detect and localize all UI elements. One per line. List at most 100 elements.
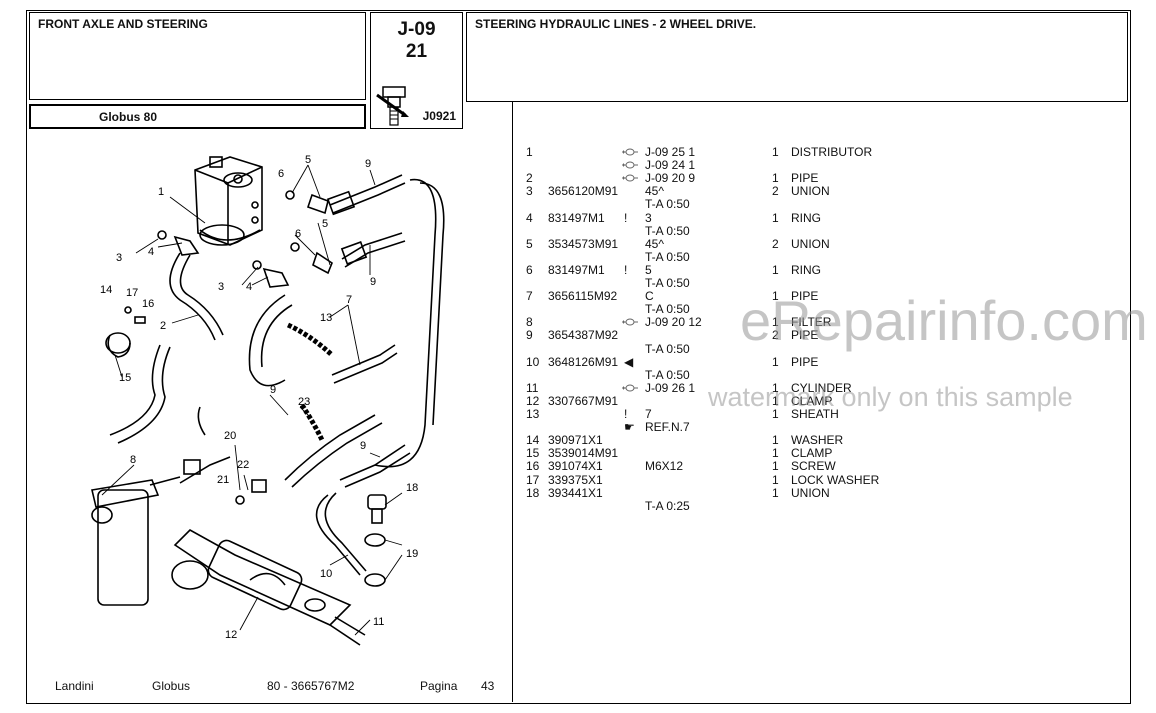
part-ref-number: 3	[526, 184, 533, 199]
part-description: CLAMP	[791, 446, 833, 461]
diagram-label: 6	[295, 228, 301, 240]
diagram-label: 6	[278, 168, 284, 180]
part-description: UNION	[791, 184, 830, 199]
section-title-box: FRONT AXLE AND STEERING	[29, 12, 366, 100]
part-description: PIPE	[791, 289, 819, 304]
column-divider	[512, 102, 513, 702]
part-quantity: 1	[772, 472, 779, 487]
part-description: RING	[791, 210, 821, 225]
part-ref-number: 2	[526, 171, 533, 186]
diagram-label: 22	[237, 459, 249, 471]
diagram-label: 4	[246, 281, 252, 293]
part-description: WASHER	[791, 433, 844, 448]
part-note: J-09 25 1	[645, 145, 696, 159]
part-ref-number: 6	[526, 262, 533, 277]
diagram-label: 4	[148, 246, 154, 258]
part-note: 45^	[645, 184, 664, 199]
part-quantity: 1	[772, 145, 779, 159]
part-quantity: 2	[772, 328, 779, 343]
diagram-label: 9	[270, 384, 276, 396]
part-quantity: 1	[772, 171, 779, 186]
part-ref-number: 15	[526, 446, 540, 461]
model-name: Globus 80	[99, 110, 158, 124]
part-quantity: 1	[772, 433, 779, 448]
diagram-label: 11	[373, 616, 384, 628]
part-quantity: 1	[772, 485, 779, 500]
part-description: FILTER	[791, 315, 832, 330]
diagram-label: 5	[305, 154, 311, 166]
diagram-label: 9	[360, 440, 366, 452]
footer-series: Globus	[152, 679, 191, 693]
part-description: UNION	[791, 485, 830, 500]
group-code-box: J-09 21 J0921	[370, 12, 463, 129]
diagram-label: 9	[365, 158, 371, 170]
part-description: PIPE	[791, 171, 819, 186]
part-note: T-A 0:50	[645, 223, 690, 238]
exploded-diagram: 1 2 3 3 4 4 5 5 6 6 7 8 9 9 9 9 10 11 12…	[91, 154, 445, 646]
diagram-label: 14	[100, 284, 112, 296]
group-code: J-09	[397, 19, 436, 40]
part-quantity: 2	[772, 184, 779, 199]
page-frame	[26, 10, 1131, 704]
part-mark: !	[624, 262, 628, 277]
diagram-label: 23	[298, 396, 310, 408]
part-mark: ☛	[624, 420, 635, 435]
part-note: J-09 24 1	[645, 158, 696, 173]
part-description: PIPE	[791, 328, 819, 343]
part-ref-number: 7	[526, 289, 533, 304]
part-number: 3654387M92	[548, 328, 619, 343]
part-note: REF.N.7	[645, 420, 690, 435]
part-ref-number: 12	[526, 393, 540, 408]
part-quantity: 1	[772, 380, 779, 395]
part-quantity: 1	[772, 393, 779, 408]
part-ref-number: 10	[526, 354, 540, 369]
part-number: 390971X1	[548, 433, 603, 448]
diagram-label: 18	[406, 482, 418, 494]
part-note: J-09 26 1	[645, 380, 696, 395]
part-description: SHEATH	[791, 407, 839, 421]
part-note: T-A 0:50	[645, 302, 690, 317]
part-note: T-A 0:25	[645, 498, 690, 513]
diagram-label: 10	[320, 568, 332, 580]
part-ref-number: 1	[526, 145, 533, 159]
part-quantity: 1	[772, 289, 779, 304]
part-quantity: 2	[772, 236, 779, 251]
pipe-part	[326, 174, 406, 268]
cross-reference-icon	[622, 384, 638, 392]
diagram-label: 20	[224, 430, 236, 442]
part-number: 3307667M91	[548, 393, 619, 408]
footer-brand: Landini	[55, 679, 94, 693]
diagram-label: 17	[126, 287, 138, 299]
diagram-label: 13	[320, 312, 332, 324]
part-mark: !	[624, 210, 628, 225]
diagram-label: 5	[322, 218, 328, 230]
footer-page-label: Pagina	[420, 679, 458, 693]
distributor-part	[194, 156, 263, 246]
part-quantity: 1	[772, 459, 779, 474]
part-number: 3656115M92	[548, 289, 618, 304]
pipe-7	[248, 294, 286, 387]
cross-reference-icon	[622, 174, 638, 182]
part-ref-number: 16	[526, 459, 540, 474]
diagram-label: 7	[346, 294, 352, 306]
part-description: CLAMP	[791, 393, 833, 408]
diagram-label: 15	[119, 372, 131, 384]
part-description: UNION	[791, 236, 830, 251]
page-title: STEERING HYDRAULIC LINES - 2 WHEEL DRIVE…	[475, 17, 757, 31]
part-ref-number: 4	[526, 210, 533, 225]
part-note: C	[645, 289, 654, 304]
part-number: 831497M1	[548, 262, 605, 277]
part-ref-number: 14	[526, 433, 540, 448]
wrench-icon	[376, 86, 409, 126]
part-ref-number: 18	[526, 485, 540, 500]
part-description: SCREW	[791, 459, 836, 474]
part-mark: !	[624, 407, 628, 421]
part-quantity: 1	[772, 210, 779, 225]
cross-reference-icon	[622, 161, 638, 169]
part-quantity: 1	[772, 407, 779, 421]
diagram-label: 3	[116, 252, 122, 264]
part-number: 339375X1	[548, 472, 603, 487]
part-note: J-09 20 12	[645, 315, 702, 330]
part-note: T-A 0:50	[645, 367, 690, 382]
